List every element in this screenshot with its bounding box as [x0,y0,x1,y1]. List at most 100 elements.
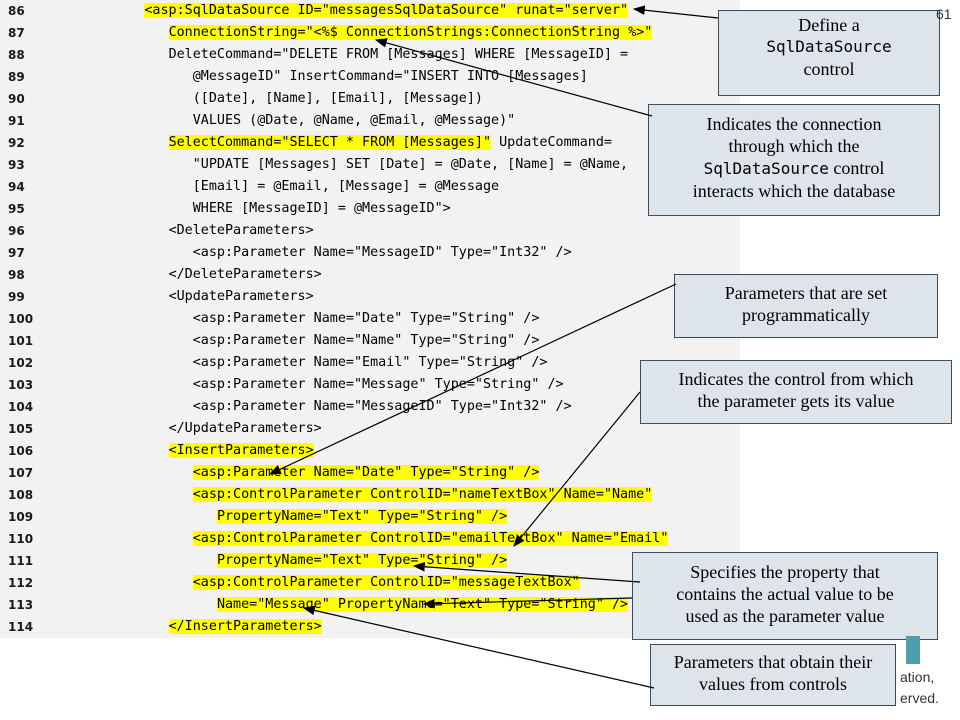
callout-text-code: SqlDataSource [703,159,829,178]
line-number: 109 [8,510,34,524]
code-line: 106 <InsertParameters> [0,440,740,462]
code-line: 105 </UpdateParameters> [0,418,740,440]
code-text: Name="Message" PropertyName="Text" Type=… [216,597,629,612]
code-line: 111 PropertyName="Text" Type="String" /> [0,550,740,572]
slide-decoration [906,636,920,664]
callout-text: used as the parameter value [685,606,885,626]
line-number: 92 [8,136,25,150]
code-line: 91 VALUES (@Date, @Name, @Email, @Messag… [0,110,740,132]
code-line: 108 <asp:ControlParameter ControlID="nam… [0,484,740,506]
code-line: 96 <DeleteParameters> [0,220,740,242]
code-line: 88 DeleteCommand="DELETE FROM [Messages]… [0,44,740,66]
code-line: 113 Name="Message" PropertyName="Text" T… [0,594,740,616]
code-line: 109 PropertyName="Text" Type="String" /> [0,506,740,528]
callout-text: control [828,158,885,178]
code-line: 103 <asp:Parameter Name="Message" Type="… [0,374,740,396]
footer-text: erved. [900,690,939,706]
code-text: <InsertParameters> [168,443,314,458]
callout-text: Parameters that obtain their [673,652,873,672]
code-text: </UpdateParameters> [168,421,322,436]
callout-text: Indicates the connection [706,114,882,134]
code-line: 92 SelectCommand="SELECT * FROM [Message… [0,132,740,154]
line-number: 91 [8,114,25,128]
line-number: 114 [8,620,34,634]
line-number: 110 [8,532,34,546]
code-text: PropertyName="Text" Type="String" /> [216,509,508,524]
code-line: 104 <asp:Parameter Name="MessageID" Type… [0,396,740,418]
code-line: 89 @MessageID" InsertCommand="INSERT INT… [0,66,740,88]
line-number: 106 [8,444,34,458]
code-text: [Email] = @Email, [Message] = @Message [192,179,500,194]
code-text: PropertyName="Text" Type="String" /> [216,553,508,568]
callout-control-params: Parameters that obtain their values from… [650,644,896,706]
callout-text: interacts which the database [692,181,896,201]
code-text: <asp:Parameter Name="Email" Type="String… [192,355,548,370]
callout-define-sqldatasource: Define a SqlDataSource control [718,10,940,96]
code-text: DeleteCommand="DELETE FROM [Messages] WH… [168,47,629,62]
line-number: 100 [8,312,34,326]
line-number: 107 [8,466,34,480]
code-text: <asp:Parameter Name="Message" Type="Stri… [192,377,564,392]
line-number: 98 [8,268,25,282]
callout-text: values from controls [699,674,847,694]
line-number: 89 [8,70,25,84]
code-line: 90 ([Date], [Name], [Email], [Message]) [0,88,740,110]
code-line: 99 <UpdateParameters> [0,286,740,308]
line-number: 103 [8,378,34,392]
callout-text: the parameter gets its value [697,391,895,411]
callout-property-name: Specifies the property that contains the… [632,552,938,640]
callout-connection: Indicates the connection through which t… [648,104,940,216]
callout-text: Indicates the control from which [678,369,914,389]
slide-number: 61 [936,6,952,22]
code-text: <UpdateParameters> [168,289,314,304]
code-line: 95 WHERE [MessageID] = @MessageID"> [0,198,740,220]
code-line: 114 </InsertParameters> [0,616,740,638]
code-text: <asp:ControlParameter ControlID="emailTe… [192,531,669,546]
code-line: 86 <asp:SqlDataSource ID="messagesSqlDat… [0,0,740,22]
code-text: VALUES (@Date, @Name, @Email, @Message)" [192,113,516,128]
code-text: <asp:SqlDataSource ID="messagesSqlDataSo… [144,3,629,18]
code-text: WHERE [MessageID] = @MessageID"> [192,201,451,216]
code-line: 100 <asp:Parameter Name="Date" Type="Str… [0,308,740,330]
callout-text: contains the actual value to be [676,584,894,604]
code-text: <asp:ControlParameter ControlID="nameTex… [192,487,653,502]
line-number: 90 [8,92,25,106]
line-number: 112 [8,576,34,590]
code-text: <asp:Parameter Name="Date" Type="String"… [192,311,540,326]
code-text: <asp:Parameter Name="MessageID" Type="In… [192,399,572,414]
code-line: 110 <asp:ControlParameter ControlID="ema… [0,528,740,550]
code-line: 87 ConnectionString="<%$ ConnectionStrin… [0,22,740,44]
line-number: 94 [8,180,25,194]
code-text: <DeleteParameters> [168,223,314,238]
callout-text-code: SqlDataSource [766,37,892,56]
code-line: 102 <asp:Parameter Name="Email" Type="St… [0,352,740,374]
line-number: 96 [8,224,25,238]
code-text: </DeleteParameters> [168,267,322,282]
code-line: 97 <asp:Parameter Name="MessageID" Type=… [0,242,740,264]
line-number: 102 [8,356,34,370]
line-number: 101 [8,334,34,348]
line-number: 88 [8,48,25,62]
footer-text: ation, [900,669,935,685]
code-line: 107 <asp:Parameter Name="Date" Type="Str… [0,462,740,484]
code-line: 101 <asp:Parameter Name="Name" Type="Str… [0,330,740,352]
callout-text: control [803,59,855,79]
code-line: 94 [Email] = @Email, [Message] = @Messag… [0,176,740,198]
code-line: 93 "UPDATE [Messages] SET [Date] = @Date… [0,154,740,176]
line-number: 104 [8,400,34,414]
line-number: 93 [8,158,25,172]
code-text: ConnectionString="<%$ ConnectionStrings:… [168,25,653,40]
line-number: 105 [8,422,34,436]
code-text: <asp:Parameter Name="MessageID" Type="In… [192,245,572,260]
code-text: ([Date], [Name], [Email], [Message]) [192,91,483,106]
code-text: <asp:Parameter Name="Name" Type="String"… [192,333,540,348]
callout-text: programmatically [742,305,870,325]
callout-text: through which the [728,136,860,156]
line-number: 87 [8,26,25,40]
code-line: 98 </DeleteParameters> [0,264,740,286]
callout-text: Define a [798,15,860,35]
line-number: 86 [8,4,25,18]
code-line: 112 <asp:ControlParameter ControlID="mes… [0,572,740,594]
code-listing: 86 <asp:SqlDataSource ID="messagesSqlDat… [0,0,740,638]
line-number: 108 [8,488,34,502]
